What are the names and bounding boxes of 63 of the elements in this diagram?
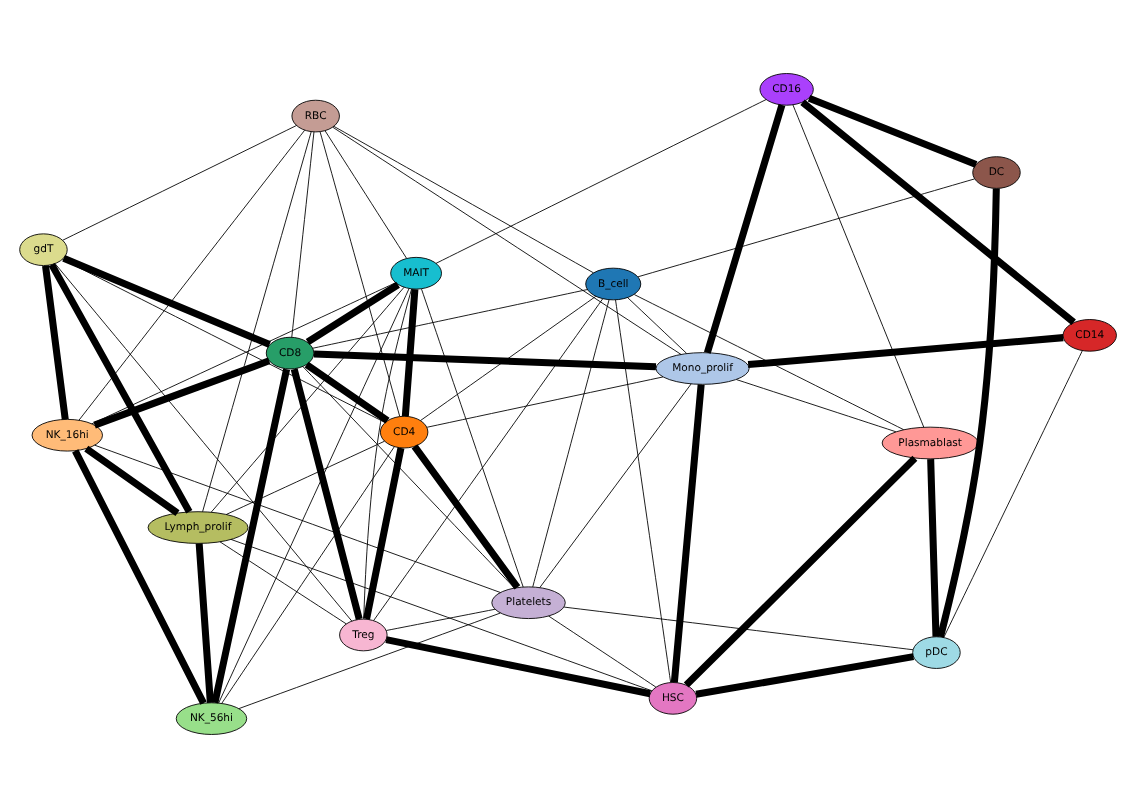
connector <box>385 608 496 631</box>
connector <box>627 297 688 354</box>
connector <box>195 543 214 703</box>
connector <box>302 366 515 589</box>
connector <box>411 444 521 590</box>
connector <box>670 384 705 683</box>
connector <box>84 445 180 516</box>
connector <box>695 653 915 698</box>
connector <box>736 379 897 433</box>
connector <box>800 99 1076 326</box>
connector <box>363 447 405 620</box>
connector <box>532 299 610 588</box>
connector <box>937 188 1000 638</box>
connector <box>62 125 297 241</box>
connector <box>54 263 353 622</box>
connector <box>401 289 419 417</box>
connector <box>332 126 682 355</box>
connector <box>238 612 501 709</box>
connector <box>72 449 207 705</box>
connector <box>637 178 975 278</box>
connector <box>385 636 651 698</box>
connector <box>210 286 405 513</box>
connector <box>324 130 408 259</box>
connector <box>615 299 672 683</box>
connector <box>93 357 271 429</box>
connector <box>792 104 925 428</box>
connector <box>211 368 291 704</box>
connector <box>333 125 594 274</box>
connector <box>633 294 905 431</box>
connector <box>927 459 940 637</box>
connector <box>62 258 386 423</box>
connector <box>230 539 653 692</box>
connector <box>548 615 657 688</box>
connector <box>202 131 312 513</box>
connector <box>943 350 1083 638</box>
connector <box>319 131 401 417</box>
connector <box>312 289 588 349</box>
connector <box>420 295 597 421</box>
connector <box>807 95 978 168</box>
connector <box>48 262 193 514</box>
connector <box>291 131 315 338</box>
connector <box>91 282 397 425</box>
connector <box>363 288 413 620</box>
connector <box>94 444 501 593</box>
connector <box>563 606 914 651</box>
connector <box>290 368 363 621</box>
connector <box>539 383 692 589</box>
connector <box>683 455 918 688</box>
connector <box>747 334 1064 369</box>
connector <box>219 541 347 625</box>
connector <box>426 376 664 428</box>
connector <box>42 265 69 420</box>
connector <box>218 288 410 704</box>
connector <box>704 103 786 354</box>
connector <box>62 254 271 348</box>
connector <box>305 281 400 345</box>
connector <box>304 361 390 424</box>
connector <box>313 350 657 371</box>
connector <box>221 446 395 704</box>
connector <box>435 99 767 264</box>
connector <box>78 129 306 421</box>
connector <box>421 288 524 588</box>
connector <box>225 440 385 515</box>
